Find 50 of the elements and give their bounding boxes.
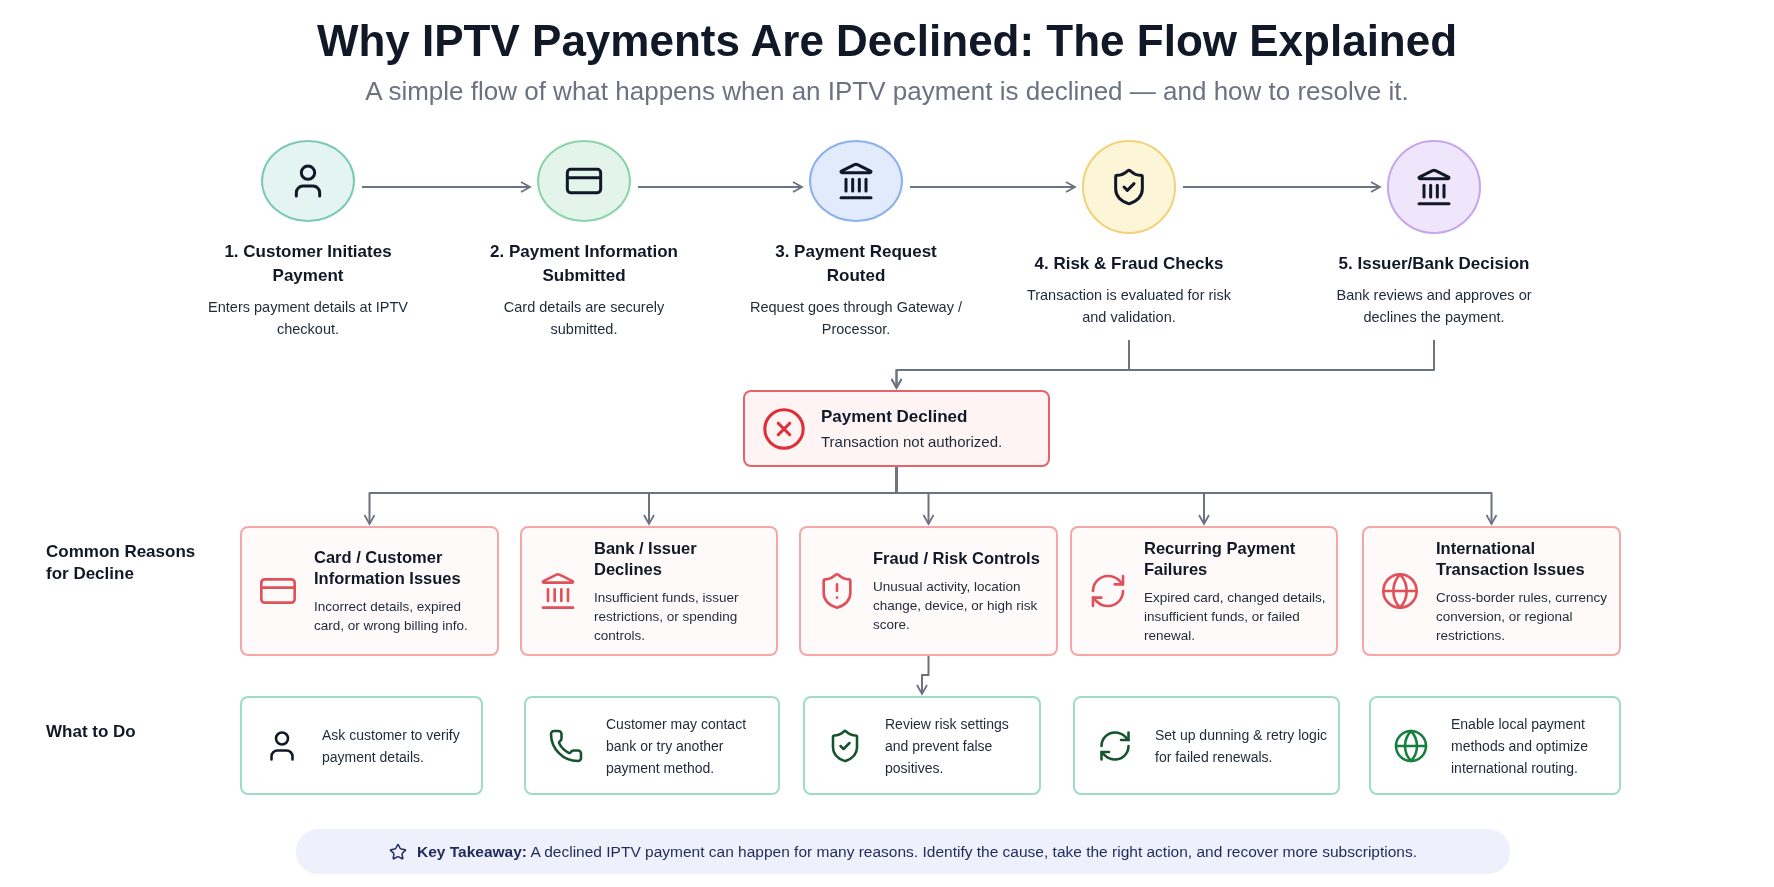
card-description: Expired card, changed details, insufficient funds, or failed renewal. <box>1144 588 1327 645</box>
action-card <box>1073 696 1340 795</box>
action-text: Set up dunning & retry logic for failed renewals. <box>1155 725 1328 767</box>
row-label: What to Do <box>46 721 137 743</box>
card-title: Card / Customer Information Issues <box>314 547 462 589</box>
box-title: Payment Declined <box>821 405 969 428</box>
card-description: Insufficient funds, issuer restrictions, or spending controls. <box>594 588 740 645</box>
card-title: Recurring Payment Failures <box>1144 537 1297 580</box>
step-title: 2. Payment Information Submitted <box>489 241 679 287</box>
diagram-subtitle: A simple flow of what happens when an IPTV payment is declined — and how to resolve it. <box>365 76 1409 107</box>
action-card <box>803 696 1041 795</box>
step-title: 1. Customer Initiates Payment <box>223 241 393 287</box>
step-description: Transaction is evaluated for risk and validation. <box>1025 286 1233 327</box>
declined-box <box>743 390 1050 467</box>
takeaway-banner <box>296 829 1510 874</box>
action-card <box>1369 696 1621 795</box>
reason-card <box>1070 526 1338 656</box>
reason-card <box>799 526 1058 656</box>
step-title: 3. Payment Request Routed <box>774 241 938 287</box>
step-description: Enters payment details at IPTV checkout. <box>207 298 409 339</box>
reason-card <box>240 526 499 656</box>
card-title: International Transaction Issues <box>1436 537 1586 580</box>
step-title: 4. Risk & Fraud Checks <box>1034 253 1224 275</box>
box-description: Transaction not authorized. <box>821 431 1003 452</box>
action-text: Enable local payment methods and optimize international routing. <box>1451 714 1589 778</box>
step-description: Request goes through Gateway / Processor. <box>749 298 963 339</box>
reason-card <box>520 526 778 656</box>
card-description: Unusual activity, location change, device, or high risk score. <box>873 578 1039 634</box>
step-description: Card details are securely submitted. <box>502 298 666 339</box>
action-text: Customer may contact bank or try another payment method. <box>606 714 748 778</box>
connector-arrow <box>909 181 1076 193</box>
card-description: Cross-border rules, currency conversion, or regional restrictions. <box>1436 588 1609 645</box>
action-card <box>240 696 483 795</box>
card-description: Incorrect details, expired card, or wrong billing info. <box>314 598 469 635</box>
connector-arrow <box>890 339 1435 389</box>
connector-arrow <box>361 181 531 193</box>
connector-arrow <box>916 655 930 695</box>
takeaway-text: Key Takeaway: A declined IPTV payment can happen for many reasons. Identify the cause, take the right action, and recover more subscriptions. <box>417 842 1417 861</box>
row-label: Common Reasons for Decline <box>46 541 197 585</box>
connector-arrow <box>637 181 803 193</box>
card-title: Fraud / Risk Controls <box>873 548 1041 569</box>
step-description: Bank reviews and approves or declines the payment. <box>1335 286 1533 327</box>
action-text: Ask customer to verify payment details. <box>322 725 461 767</box>
reason-card <box>1362 526 1621 656</box>
connector-arrow <box>1182 181 1381 193</box>
action-card <box>524 696 780 795</box>
step-title: 5. Issuer/Bank Decision <box>1338 253 1530 275</box>
diagram-title: Why IPTV Payments Are Declined: The Flow Explained <box>316 16 1458 66</box>
card-title: Bank / Issuer Declines <box>594 537 698 580</box>
action-text: Review risk settings and prevent false positives. <box>885 714 1010 778</box>
